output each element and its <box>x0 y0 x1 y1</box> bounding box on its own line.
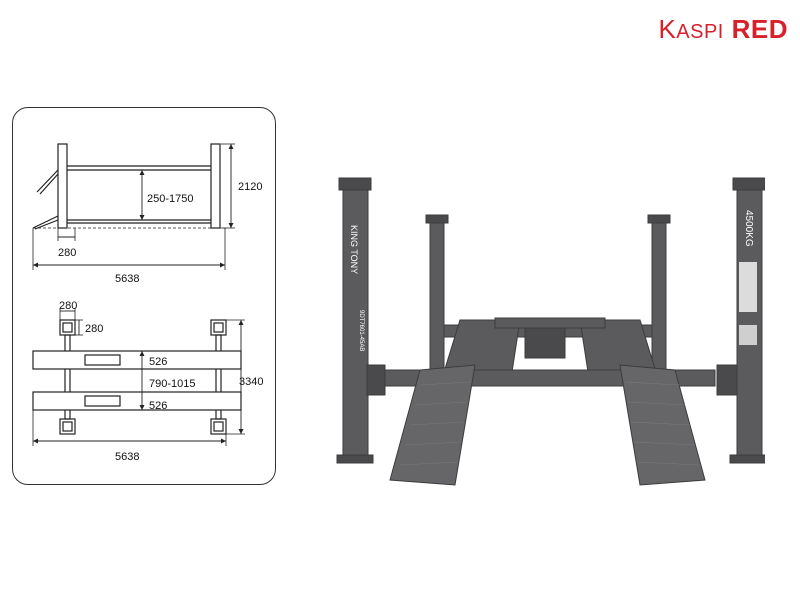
runway-width-1-label: 526 <box>149 356 167 368</box>
left-ramp <box>389 364 476 486</box>
post-depth-label: 280 <box>85 323 103 335</box>
front-right-post <box>736 184 763 461</box>
brand-logo: KASPI RED <box>658 14 788 45</box>
post-width-label: 280 <box>59 300 77 312</box>
lift-height-label: 250-1750 <box>147 193 194 205</box>
side-overhang-label: 280 <box>58 247 76 259</box>
runway-width-2-label: 526 <box>149 400 167 412</box>
post-model-text: 9DT7601-45AB <box>358 310 364 351</box>
brand-aspi: ASPI <box>676 21 724 43</box>
info-plate <box>739 325 757 345</box>
post-brand-text: KING TONY <box>349 225 359 274</box>
total-width-label: 3340 <box>239 376 263 388</box>
runway-gap-label: 790-1015 <box>149 378 196 390</box>
brand-k: K <box>658 14 677 44</box>
front-left-post <box>342 184 369 461</box>
side-view-drawing <box>32 143 235 270</box>
brand-red: RED <box>731 14 788 44</box>
technical-drawing: 250-1750 2120 280 5638 <box>32 143 263 463</box>
total-height-label: 2120 <box>238 181 262 193</box>
top-length-label: 5638 <box>115 451 139 463</box>
right-ramp <box>619 364 706 486</box>
warning-sticker <box>739 262 757 312</box>
top-view-drawing <box>32 308 245 446</box>
capacity-text: 4500KG <box>743 210 754 247</box>
four-post-lift-image: KING TONY 9DT7601-45AB 4500KG <box>336 177 765 486</box>
side-length-label: 5638 <box>115 273 139 285</box>
dimension-panel: 250-1750 2120 280 5638 <box>12 107 276 485</box>
